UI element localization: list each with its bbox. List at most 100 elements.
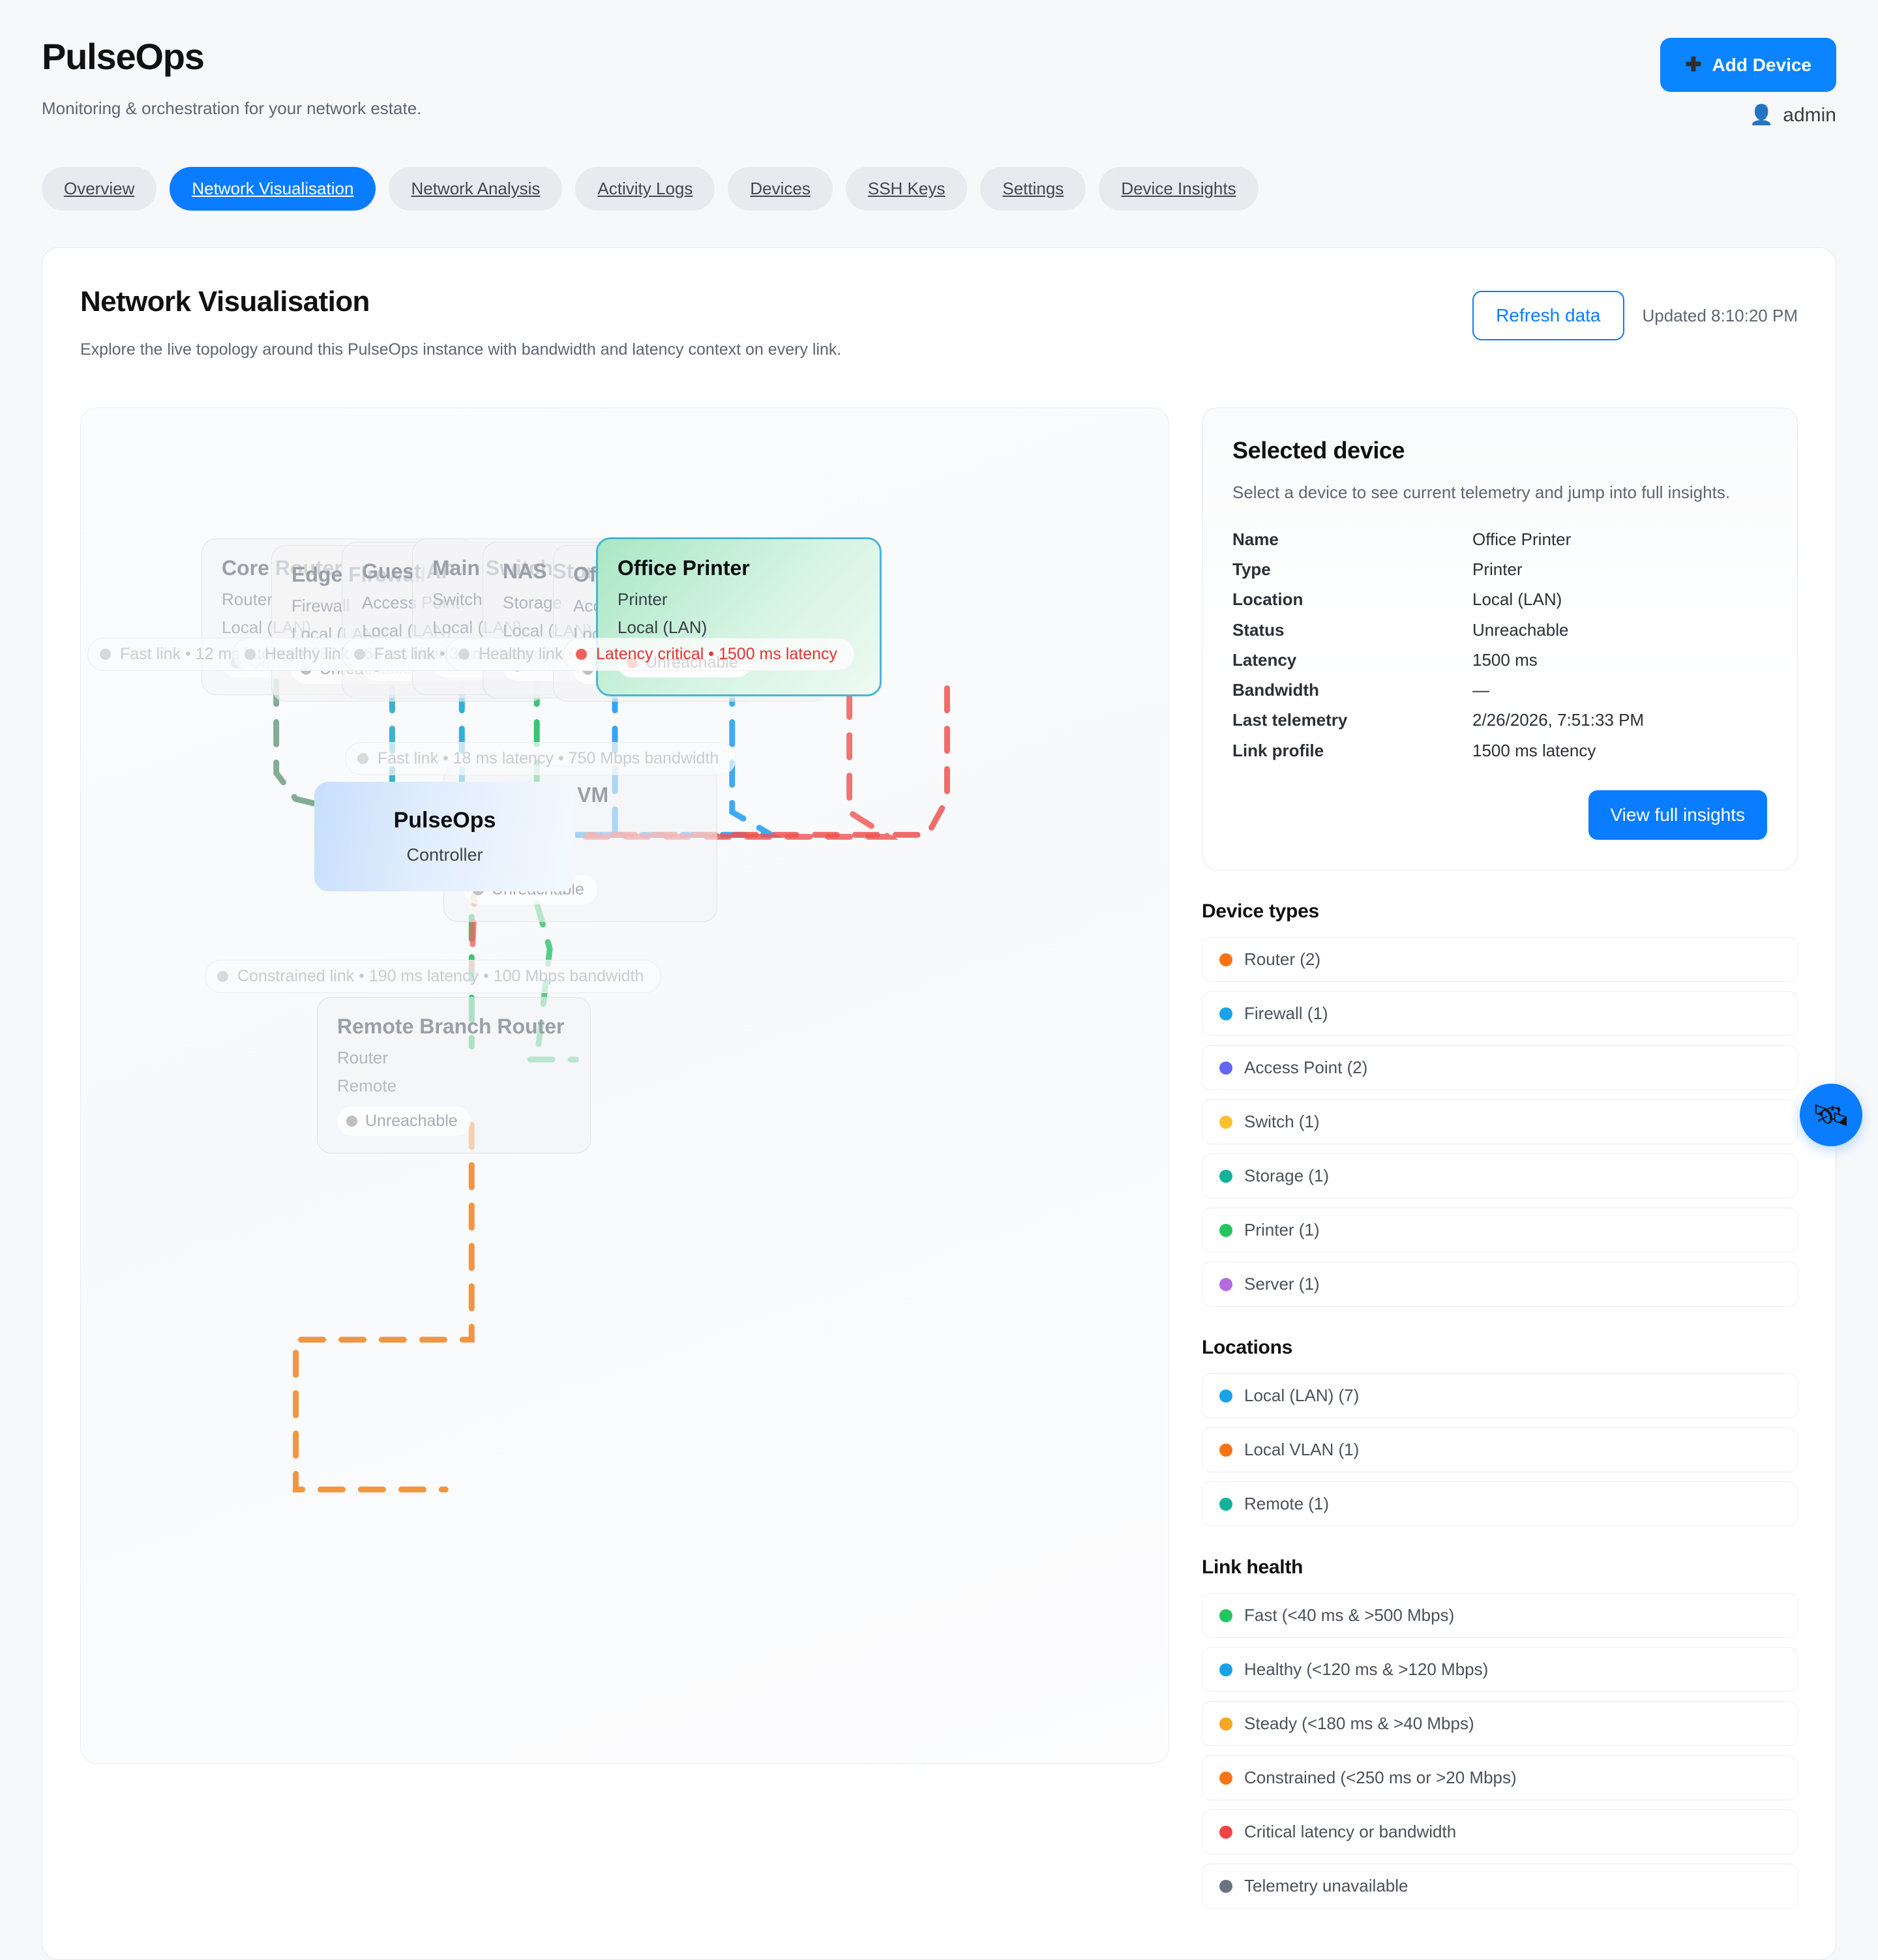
plus-icon: ✚ [1685, 54, 1702, 76]
selected-device-heading: Selected device [1232, 437, 1405, 464]
swatch-icon [1219, 1663, 1232, 1676]
link-dot-icon [100, 649, 111, 660]
swatch-icon [1219, 953, 1232, 966]
side-panel: Selected device Select a device to see c… [1202, 408, 1798, 1918]
legend-item-router[interactable]: Router (2) [1202, 937, 1798, 982]
page-description: Explore the live topology around this Pu… [80, 340, 842, 359]
app-title: PulseOps [42, 36, 205, 77]
swatch-icon [1219, 1389, 1232, 1403]
status-badge: Unreachable [337, 1106, 471, 1136]
tab-network-visualisation[interactable]: Network Visualisation [170, 167, 376, 211]
legend-item-printer[interactable]: Printer (1) [1202, 1208, 1798, 1253]
swatch-icon [1219, 1443, 1232, 1457]
legend-item-steady[interactable]: Steady (<180 ms & >40 Mbps) [1202, 1701, 1798, 1746]
link-label: Fast link • 18 ms latency • 750 Mbps ban… [345, 742, 737, 775]
user-name: admin [1783, 104, 1836, 126]
header-actions: ✚ Add Device 👤 admin [1660, 38, 1836, 126]
link-dot-icon [576, 649, 587, 660]
node-office-printer[interactable]: Office Printer Printer Local (LAN) Unrea… [596, 537, 882, 696]
brand-block: PulseOps Monitoring & orchestration for … [42, 36, 422, 119]
app-root: PulseOps Monitoring & orchestration for … [42, 36, 1862, 1960]
swatch-icon [1219, 1277, 1232, 1291]
link-dot-icon [217, 971, 228, 982]
satellite-icon[interactable]: 🛰 [1800, 1084, 1862, 1146]
tab-activity-logs[interactable]: Activity Logs [575, 167, 715, 211]
app-header: PulseOps Monitoring & orchestration for … [42, 36, 1836, 126]
legend-item-healthy[interactable]: Healthy (<120 ms & >120 Mbps) [1202, 1647, 1798, 1692]
detail-row-bandwidth: Bandwidth— [1232, 680, 1489, 700]
card-heading-block: Network Visualisation Explore the live t… [80, 286, 841, 359]
swatch-icon [1219, 1223, 1232, 1237]
swatch-icon [1219, 1007, 1232, 1020]
swatch-icon [1219, 1169, 1232, 1183]
tab-ssh-keys[interactable]: SSH Keys [845, 167, 968, 211]
swatch-icon [1219, 1115, 1232, 1129]
legend-item-fast[interactable]: Fast (<40 ms & >500 Mbps) [1202, 1593, 1798, 1638]
legend-item-local-vlan[interactable]: Local VLAN (1) [1202, 1427, 1798, 1472]
tab-network-analysis[interactable]: Network Analysis [389, 167, 563, 211]
selected-device-hint: Select a device to see current telemetry… [1232, 483, 1731, 502]
tab-devices[interactable]: Devices [728, 167, 833, 211]
node-pulseops-controller[interactable]: PulseOps Controller [314, 782, 575, 891]
link-dot-icon [357, 753, 368, 764]
legend-item-local-lan[interactable]: Local (LAN) (7) [1202, 1373, 1798, 1418]
legend-item-access-point[interactable]: Access Point (2) [1202, 1045, 1798, 1090]
legend-item-remote[interactable]: Remote (1) [1202, 1481, 1798, 1526]
node-remote-branch-router[interactable]: Remote Branch Router Router Remote Unrea… [317, 997, 591, 1153]
card-header-actions: Refresh data Updated 8:10:20 PM [1472, 286, 1798, 340]
primary-tabs: Overview Network Visualisation Network A… [42, 167, 1836, 211]
selected-device-panel: Selected device Select a device to see c… [1202, 408, 1798, 870]
tab-device-insights[interactable]: Device Insights [1099, 167, 1259, 211]
link-label: Constrained link • 190 ms latency • 100 … [205, 960, 662, 993]
legend-heading-link-health: Link health [1202, 1556, 1304, 1578]
user-avatar-icon: 👤 [1749, 104, 1774, 126]
swatch-icon [1219, 1825, 1232, 1839]
panel-footer: View full insights [1232, 790, 1767, 840]
legend-locations: Local (LAN) (7) Local VLAN (1) Remote (1… [1202, 1373, 1798, 1526]
swatch-icon [1219, 1061, 1232, 1075]
visualisation-card: Network Visualisation Explore the live t… [42, 247, 1836, 1960]
card-body: Core Router Router Local (LAN) Unreachab… [80, 408, 1798, 1918]
user-menu[interactable]: 👤 admin [1750, 104, 1836, 126]
app-tagline: Monitoring & orchestration for your netw… [42, 98, 422, 118]
legend-item-unavailable[interactable]: Telemetry unavailable [1202, 1863, 1798, 1908]
legend-item-switch[interactable]: Switch (1) [1202, 1099, 1798, 1144]
link-dot-icon [245, 649, 256, 660]
status-dot-icon [346, 1116, 357, 1127]
swatch-icon [1219, 1609, 1232, 1622]
legend-item-server[interactable]: Server (1) [1202, 1262, 1798, 1307]
swatch-icon [1219, 1771, 1232, 1785]
tab-settings[interactable]: Settings [980, 167, 1086, 211]
link-dot-icon [354, 649, 365, 660]
swatch-icon [1219, 1497, 1232, 1511]
legend-link-health: Fast (<40 ms & >500 Mbps) Healthy (<120 … [1202, 1593, 1798, 1908]
legend-device-types: Router (2) Firewall (1) Access Point (2)… [1202, 937, 1798, 1307]
updated-timestamp: Updated 8:10:20 PM [1642, 305, 1798, 325]
tab-overview[interactable]: Overview [42, 167, 157, 211]
link-dot-icon [458, 649, 470, 660]
add-device-button[interactable]: ✚ Add Device [1660, 38, 1836, 92]
card-header: Network Visualisation Explore the live t… [80, 286, 1798, 359]
legend-item-storage[interactable]: Storage (1) [1202, 1153, 1798, 1198]
view-full-insights-button[interactable]: View full insights [1588, 790, 1767, 840]
legend-item-critical[interactable]: Critical latency or bandwidth [1202, 1809, 1798, 1854]
legend-item-firewall[interactable]: Firewall (1) [1202, 991, 1798, 1036]
link-label-critical: Latency critical • 1500 ms latency [563, 638, 856, 671]
refresh-data-button[interactable]: Refresh data [1472, 291, 1624, 340]
swatch-icon [1219, 1717, 1232, 1730]
add-device-label: Add Device [1712, 54, 1812, 75]
swatch-icon [1219, 1879, 1232, 1893]
page-title: Network Visualisation [80, 286, 370, 318]
legend-heading-locations: Locations [1202, 1337, 1292, 1358]
topology-canvas[interactable]: Core Router Router Local (LAN) Unreachab… [80, 408, 1169, 1764]
legend-item-constrained[interactable]: Constrained (<250 ms or >20 Mbps) [1202, 1755, 1798, 1800]
legend-heading-device-types: Device types [1202, 900, 1319, 922]
